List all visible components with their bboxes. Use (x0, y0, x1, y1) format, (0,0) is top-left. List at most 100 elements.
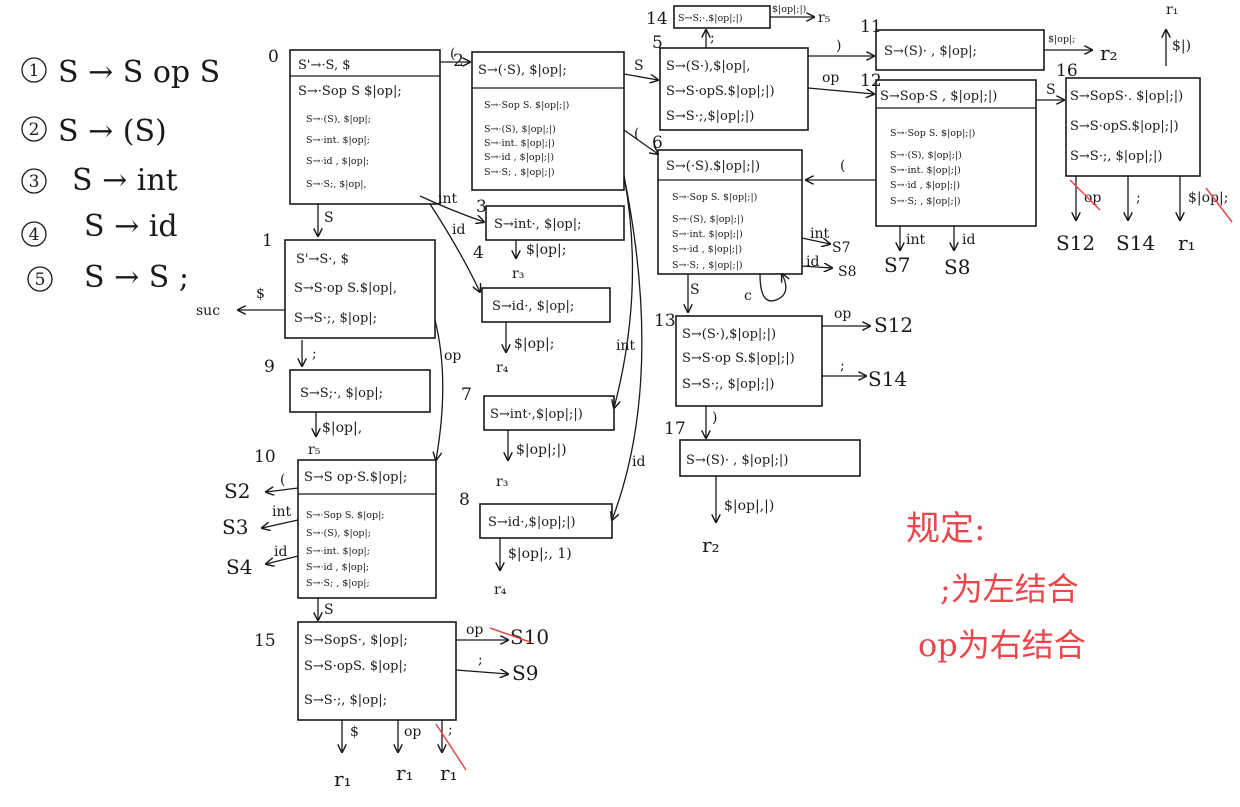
state-number: 11 (860, 17, 882, 37)
closure-item: S→·(S), $|op|;|) (672, 214, 744, 225)
shift-label: S3 (222, 515, 248, 539)
edge-label: ( (450, 46, 455, 62)
closure-item: S→·S; , $|op|; (306, 578, 370, 589)
closure-item: S→·(S), $|op|;|) (484, 124, 556, 135)
state-number: 5 (652, 33, 663, 53)
reduce-label: r₁ (1166, 2, 1178, 18)
state-number: 16 (1056, 61, 1078, 81)
state-box (657, 149, 803, 275)
edge-label: op (1084, 190, 1101, 206)
note-line-1: ;为左结合 (940, 570, 1079, 608)
state-box (659, 47, 809, 131)
lookahead-label: $|op|; (1048, 34, 1075, 45)
state-item: S→S·;, $|op|;|) (1070, 149, 1163, 164)
state-box (875, 79, 1037, 227)
state-number: 8 (459, 490, 470, 510)
closure-item: S→·id , $|op|;|) (484, 152, 554, 163)
strike-mark (489, 627, 531, 643)
edge-6-7 (801, 237, 830, 244)
edge-label: id (452, 222, 465, 238)
edge-label: id (274, 544, 287, 560)
lookahead-label: $|op|; (514, 336, 554, 352)
rule-number-circle (27, 266, 53, 292)
state-item: S→SopS·, $|op|; (304, 633, 408, 648)
shift-label: S7 (884, 253, 910, 277)
kernel-item: S→S op·S.$|op|; (304, 470, 407, 485)
state-number: 15 (254, 631, 276, 651)
reduce-label: r₅ (818, 10, 831, 26)
state-15: 15 S→SopS·, $|op|; S→S·opS. $|op|; S→S·;… (254, 621, 457, 721)
closure-item: S→·Sop S. $|op|;|) (890, 128, 975, 139)
edge-label: $ (256, 286, 265, 302)
edge-label: op (404, 724, 421, 740)
edge-2-6 (623, 129, 658, 154)
closure-item: S→·S; , $|op|;|) (672, 260, 743, 271)
edge-label: int (616, 338, 635, 354)
edge-2-7 (614, 175, 634, 408)
grammar-rule-1: 1 S → S op S (21, 55, 220, 90)
rule-text: S → S op S (58, 55, 220, 90)
kernel-item: S'→·S, $ (298, 58, 350, 73)
lookahead-label: $|op|; (526, 242, 566, 258)
state-item: S→S·;, $|op|; (294, 311, 377, 326)
state-number: 14 (646, 9, 668, 29)
state-3: 3 S→int·, $|op|; (476, 197, 625, 241)
shift-label: S8 (944, 255, 970, 279)
shift-label: S8 (838, 264, 857, 280)
state-item: S→(S·),$|op|;|) (682, 327, 776, 342)
closure-item: S→·id , $|op|;|) (890, 180, 960, 191)
reduce-label: r₅ (308, 442, 321, 458)
state-item: S→SopS·. $|op|;|) (1070, 89, 1183, 104)
edge-6-self (759, 274, 786, 302)
state-2: 2 S→(·S), $|op|; S→·Sop S. $|op|;|) S→·(… (453, 51, 625, 191)
state-number: 10 (254, 447, 276, 467)
shift-label: S12 (1056, 231, 1095, 255)
state-item: S→S·op S.$|op|;|) (682, 351, 795, 366)
closure-item: S→·S; , $|op|;|) (890, 196, 961, 207)
state-box (471, 51, 625, 191)
state-box (1065, 77, 1201, 177)
rule-number: 3 (29, 172, 40, 192)
state-number: 13 (654, 311, 676, 331)
state-14: 14 S→S;·.$|op|;|) (646, 5, 771, 29)
strike-mark (435, 723, 467, 771)
state-number: 17 (664, 419, 686, 439)
state-item: S→id·, $|op|; (492, 299, 574, 314)
lookahead-label: $|) (1172, 38, 1191, 54)
edge-5-12 (807, 87, 874, 94)
rule-text: S → id (84, 209, 178, 244)
edge-0-3 (419, 195, 484, 222)
edge-10-4 (266, 555, 299, 564)
edge-label: int (906, 232, 925, 248)
edge-label: int (438, 191, 457, 207)
edge-label: ; (478, 652, 483, 668)
grammar-rule-5: 5 S → S ; (27, 260, 189, 295)
edge-label: $ (350, 724, 359, 740)
state-4: 4 S→id·, $|op|; (473, 243, 611, 323)
strike-mark (1069, 179, 1101, 211)
state-number: 0 (268, 47, 279, 67)
kernel-item: S→(·S), $|op|; (478, 63, 567, 78)
lookahead-label: $|op|;|) (772, 4, 806, 15)
state-5: 5 S→(S·),$|op|, S→S·opS.$|op|;|) S→S·;,$… (652, 33, 809, 131)
state-number: 1 (262, 231, 273, 251)
edge-label: ( (840, 158, 845, 174)
state-item: S→(S)· , $|op|;|) (686, 453, 788, 468)
accept-label: suc (196, 303, 220, 319)
state-item: S→S·;,$|op|;|) (666, 109, 754, 124)
state-13: 13 S→(S·),$|op|;|) S→S·op S.$|op|;|) S→S… (654, 311, 823, 407)
state-16: 16 S→SopS·. $|op|;|) S→S·opS.$|op|;|) S→… (1056, 61, 1201, 177)
reduce-label: r₂ (702, 533, 720, 557)
shift-label: S2 (224, 479, 250, 503)
rule-number: 1 (29, 61, 40, 81)
edge-label: ; (710, 30, 715, 46)
strike-mark (1205, 187, 1233, 223)
state-item: S→S;·.$|op|;|) (678, 13, 743, 24)
state-12: 12 S→Sop·S , $|op|;|) S→·Sop S. $|op|;|)… (860, 71, 1037, 227)
state-6: 6 S→(·S).$|op|;|) S→·Sop S. $|op|;|) S→·… (652, 133, 803, 275)
state-10: 10 S→S op·S.$|op|; S→·Sop S. $|op|; S→·(… (254, 447, 437, 599)
closure-item: S→·Sop S $|op|; (298, 84, 402, 99)
rule-text: S → (S) (58, 114, 167, 149)
edge-label: ( (280, 472, 285, 488)
edge-label: int (272, 504, 291, 520)
